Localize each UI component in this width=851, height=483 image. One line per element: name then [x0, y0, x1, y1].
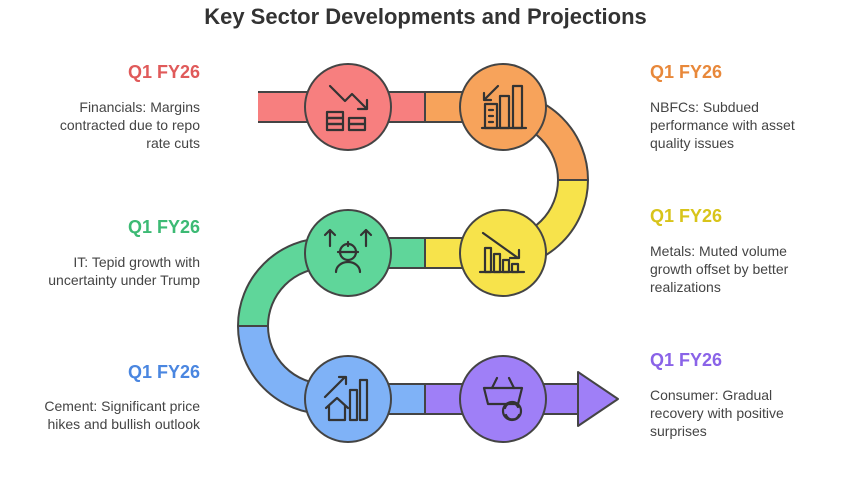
worker-growth-icon [323, 228, 373, 274]
consumer-description: Consumer: Gradual recovery with positive… [650, 387, 784, 439]
metals-node [459, 209, 547, 297]
cement-description: Cement: Significant price hikes and bull… [44, 398, 200, 432]
consumer-heading: Q1 FY26 [650, 350, 723, 370]
nbfcs-description: NBFCs: Subdued performance with asset qu… [650, 99, 795, 151]
financials-description: Financials: Margins contracted due to re… [59, 99, 200, 151]
declining-bar-chart-icon [478, 231, 526, 274]
cement-node [304, 355, 392, 443]
it-description: IT: Tepid growth with uncertainty under … [48, 254, 200, 288]
it-heading: Q1 FY26 [127, 217, 200, 237]
house-growth-icon [323, 375, 369, 422]
nbfcs-heading: Q1 FY26 [650, 62, 723, 82]
financials-heading: Q1 FY26 [127, 62, 200, 82]
buildings-chart-icon [480, 84, 528, 130]
cement-heading: Q1 FY26 [127, 362, 200, 382]
financial-decline-icon [325, 84, 369, 132]
metals-description: Metals: Muted volume growth offset by be… [650, 243, 789, 295]
metals-heading: Q1 FY26 [650, 206, 723, 226]
consumer-node [459, 355, 547, 443]
financials-node [304, 63, 392, 151]
nbfcs-node [459, 63, 547, 151]
arrow-head [577, 371, 619, 427]
page-title: Key Sector Developments and Projections [204, 4, 647, 29]
shopping-basket-refresh-icon [482, 376, 524, 422]
